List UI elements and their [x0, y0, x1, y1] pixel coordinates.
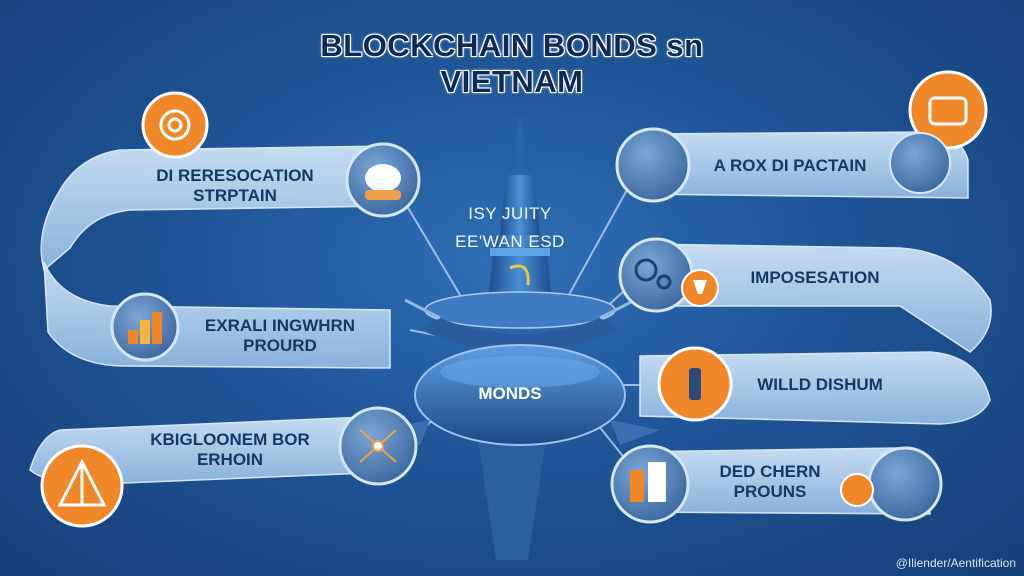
left-node-2-line-1: EXRALI INGWHRN [204, 316, 356, 335]
left-node-2-line-2: PROURD [243, 336, 317, 355]
left-node-3-line-2: ERHOIN [196, 450, 264, 469]
right-node-4-line-2: PROUNS [733, 482, 807, 501]
left-node-2: EXRALI INGWHRN PROURD [180, 316, 380, 356]
right-node-3-line-1: WILLD DISHUM [757, 375, 883, 394]
right-node-2: IMPOSESATION [720, 268, 910, 288]
title-line-1: BLOCKCHAIN BONDS sn [320, 28, 704, 63]
chart-icon [128, 312, 162, 344]
buildings-icon [630, 462, 666, 502]
wallet-icon [928, 96, 968, 126]
lightbulb-icon [693, 280, 707, 294]
center-text-1: ISY JUITY [468, 204, 552, 223]
right-node-4-line-1: DED CHERN [719, 462, 821, 481]
right-node-4: DED CHERN PROUNS [690, 462, 850, 502]
target-icon [159, 109, 191, 141]
left-node-1: DI RERESOCATION STRPTAIN [120, 166, 350, 206]
center-text-2: EE'WAN ESD [455, 232, 565, 251]
center-label: MONDS [478, 384, 542, 403]
credit-text: @Iliender/Aentification [895, 556, 1016, 570]
tent-icon [57, 458, 107, 507]
left-node-3-line-1: KBIGLOONEM BOR [150, 430, 310, 449]
left-node-3: KBIGLOONEM BOR ERHOIN [120, 430, 340, 470]
left-node-1-line-2: STRPTAIN [193, 186, 277, 205]
gears-icon [634, 258, 672, 290]
title-line-2: VIETNAM [440, 64, 584, 99]
vr-headset-icon [365, 164, 401, 200]
left-node-1-line-1: DI RERESOCATION [156, 166, 314, 185]
right-node-1-line-1: A ROX DI PACTAIN [713, 156, 867, 175]
central-tower [380, 118, 660, 560]
bolt-icon [689, 368, 701, 400]
network-icon [359, 429, 397, 463]
right-node-3: WILLD DISHUM [730, 375, 910, 395]
right-ribbon [629, 131, 992, 515]
right-node-2-line-1: IMPOSESATION [750, 268, 880, 287]
right-node-1: A ROX DI PACTAIN [690, 156, 890, 176]
